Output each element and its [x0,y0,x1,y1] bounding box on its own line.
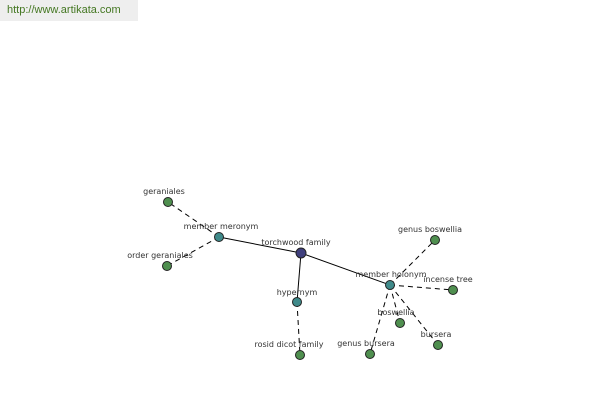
leaf-node-boswellia[interactable]: boswellia [377,308,415,328]
relation-node-label: hypernym [277,288,318,297]
leaf-node-circle[interactable] [162,261,172,271]
site-link[interactable]: http://www.artikata.com [7,4,121,16]
leaf-node-bursera[interactable]: bursera [421,330,452,350]
leaf-node-label: geraniales [143,187,185,196]
edge-boswellia [389,284,401,324]
url-banner: http://www.artikata.com [0,0,138,21]
edge-member-meronym [218,236,302,254]
leaf-node-label: genus boswellia [398,225,462,234]
leaf-node-circle[interactable] [433,340,443,350]
center-node-label: torchwood family [261,238,331,247]
edge-genus-bursera [369,284,391,355]
edge-incense-tree [389,284,454,291]
leaf-node-circle[interactable] [430,235,440,245]
edge-bursera [389,284,439,346]
edge-member-holonym [300,252,391,286]
center-node-circle[interactable] [295,247,307,259]
leaf-node-circle[interactable] [395,318,405,328]
leaf-node-label: rosid dicot family [255,340,324,349]
leaf-node-label: incense tree [423,275,472,284]
leaf-node-circle[interactable] [163,197,173,207]
relation-node-member-holonym[interactable]: member holonym [355,270,427,290]
leaf-node-circle[interactable] [448,285,458,295]
leaf-node-genus-bursera[interactable]: genus bursera [337,339,395,359]
leaf-node-label: boswellia [377,308,414,317]
leaf-node-circle[interactable] [295,350,305,360]
leaf-node-label: genus bursera [337,339,395,348]
relation-node-hypernym[interactable]: hypernym [277,288,318,307]
nodes-layer: geraniales order geraniales genus boswelli… [127,187,473,360]
edge-hypernym [296,252,302,303]
leaf-node-label: order geraniales [127,251,193,260]
relation-node-member-meronym[interactable]: member meronym [184,222,259,242]
leaf-node-order-geraniales[interactable]: order geraniales [127,251,193,271]
edge-order-geraniales [166,236,220,267]
leaf-node-circle[interactable] [365,349,375,359]
relation-node-label: member holonym [355,270,426,279]
leaf-node-incense-tree[interactable]: incense tree [423,275,473,295]
center-node-torchwood[interactable]: torchwood family [261,238,331,259]
leaf-node-rosid-dicot-family[interactable]: rosid dicot family [255,340,324,360]
relation-node-label: member meronym [184,222,259,231]
edge-geraniales [167,201,220,238]
relation-node-circle[interactable] [214,232,224,242]
edges-layer [166,201,454,356]
relation-node-circle[interactable] [385,280,395,290]
leaf-node-geraniales[interactable]: geraniales [143,187,185,207]
leaf-node-label: bursera [421,330,452,339]
edge-genus-boswellia [389,239,436,286]
relation-node-circle[interactable] [292,297,302,307]
leaf-node-genus-boswellia[interactable]: genus boswellia [398,225,462,245]
